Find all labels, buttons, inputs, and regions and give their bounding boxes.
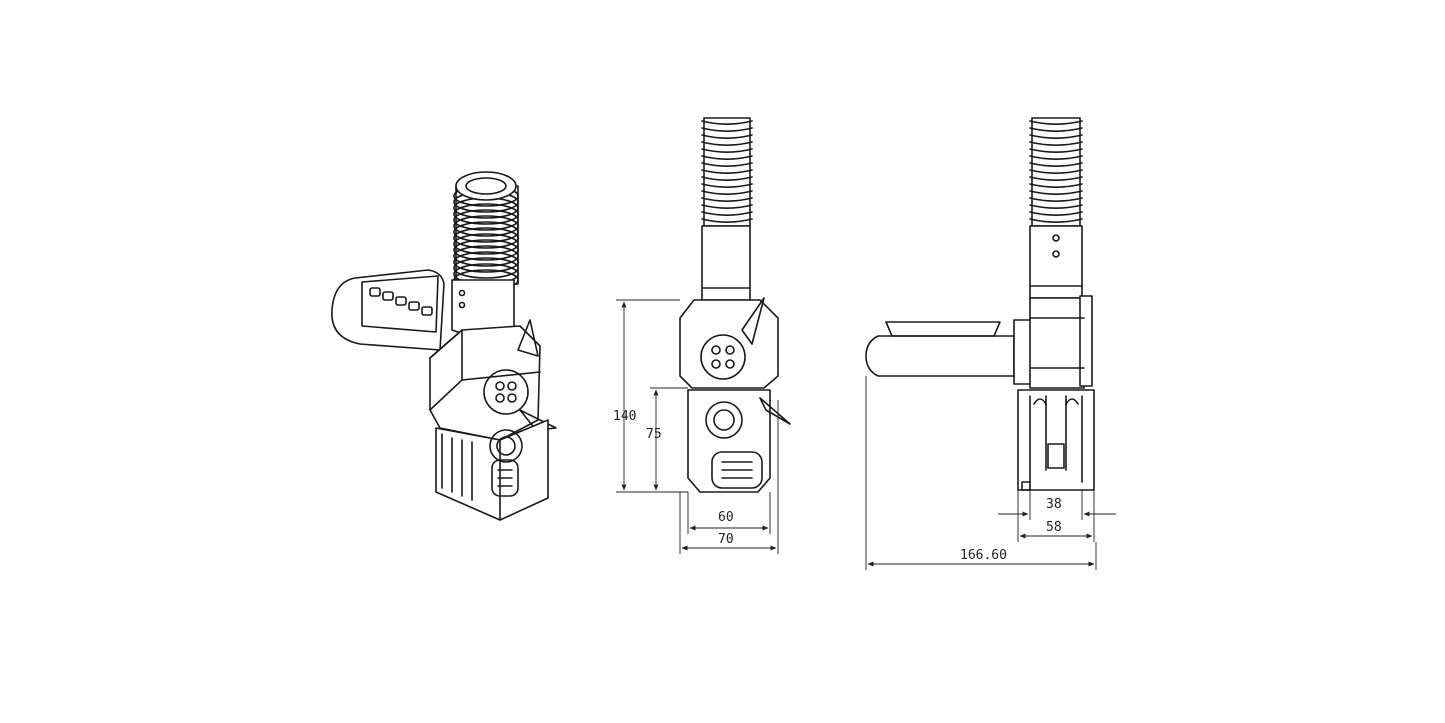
front-hose-rib (701, 183, 753, 188)
front-hose-rib (701, 204, 753, 209)
side-hose-rib (1029, 127, 1083, 132)
side-hose-rib (1029, 204, 1083, 209)
front-hose-rib (701, 127, 753, 132)
side-hose-rib (1029, 218, 1083, 223)
side-hose-rib (1029, 162, 1083, 167)
side-hose-rib (1029, 183, 1083, 188)
front-hose-rib (701, 197, 753, 202)
side-view: 38 58 166.60 (865, 117, 1116, 570)
dim-label-38: 38 (1046, 497, 1062, 512)
front-hose-rib (701, 141, 753, 146)
iso-hose-rib (453, 203, 519, 225)
dim-label-75: 75 (646, 427, 662, 442)
side-hose-rib (1029, 176, 1083, 181)
side-hose-rib (1029, 148, 1083, 153)
front-hose-rib (701, 176, 753, 181)
dim-height-140: 140 (613, 299, 680, 493)
front-collar (701, 225, 751, 289)
iso-hose (453, 171, 519, 291)
front-hose-rib (701, 162, 753, 167)
dim-width-60: 60 (687, 492, 771, 534)
iso-handle-buttons (369, 287, 433, 316)
dim-label-166-60: 166.60 (960, 548, 1007, 563)
front-hose-rib (701, 120, 753, 125)
side-hose-rib (1029, 169, 1083, 174)
dim-side-38: 38 (998, 490, 1116, 520)
front-hose-rib (701, 134, 753, 139)
dim-side-58: 58 (1017, 400, 1095, 542)
front-jaw (687, 389, 791, 493)
iso-hose-rib (453, 239, 519, 261)
side-hose-rib (1029, 190, 1083, 195)
front-hose-rib (701, 169, 753, 174)
iso-hose-opening-inner (465, 177, 507, 195)
isometric-view (331, 171, 557, 521)
iso-hose-rib (453, 227, 519, 249)
dim-label-140: 140 (613, 409, 636, 424)
front-body (679, 297, 779, 389)
dim-label-70: 70 (718, 532, 734, 547)
side-hose-rib (1029, 197, 1083, 202)
side-hose-rib (1029, 141, 1083, 146)
dim-height-75: 75 (646, 387, 688, 493)
side-jaw (1017, 389, 1095, 491)
side-hose-rib (1029, 211, 1083, 216)
front-view: 140 75 60 70 (613, 117, 791, 554)
front-hose (701, 117, 753, 227)
front-hose-rib (701, 155, 753, 160)
dim-width-70: 70 (679, 400, 779, 554)
side-hose-rib (1029, 134, 1083, 139)
front-hose-rib (701, 190, 753, 195)
iso-hose-rib (453, 251, 519, 273)
dim-overall-166-60: 166.60 (865, 376, 1097, 570)
iso-hose-rib (453, 215, 519, 237)
side-hose (1029, 117, 1083, 227)
iso-hose-opening (455, 171, 517, 201)
iso-hose-rib (453, 209, 519, 231)
iso-body (429, 319, 557, 441)
side-hose-rib (1029, 155, 1083, 160)
iso-hose-rib (453, 233, 519, 255)
front-hose-rib (701, 218, 753, 223)
dim-label-58: 58 (1046, 520, 1062, 535)
side-hose-rib (1029, 120, 1083, 125)
side-handle (865, 321, 1015, 377)
iso-hose-rib (453, 245, 519, 267)
iso-hose-rib (453, 221, 519, 243)
side-collar (1029, 225, 1083, 287)
iso-jaw (435, 419, 549, 521)
iso-hose-rib (453, 257, 519, 279)
dim-label-60: 60 (718, 510, 734, 525)
side-body (1013, 295, 1093, 389)
iso-handle (331, 269, 445, 351)
front-hose-rib (701, 211, 753, 216)
front-hose-rib (701, 148, 753, 153)
